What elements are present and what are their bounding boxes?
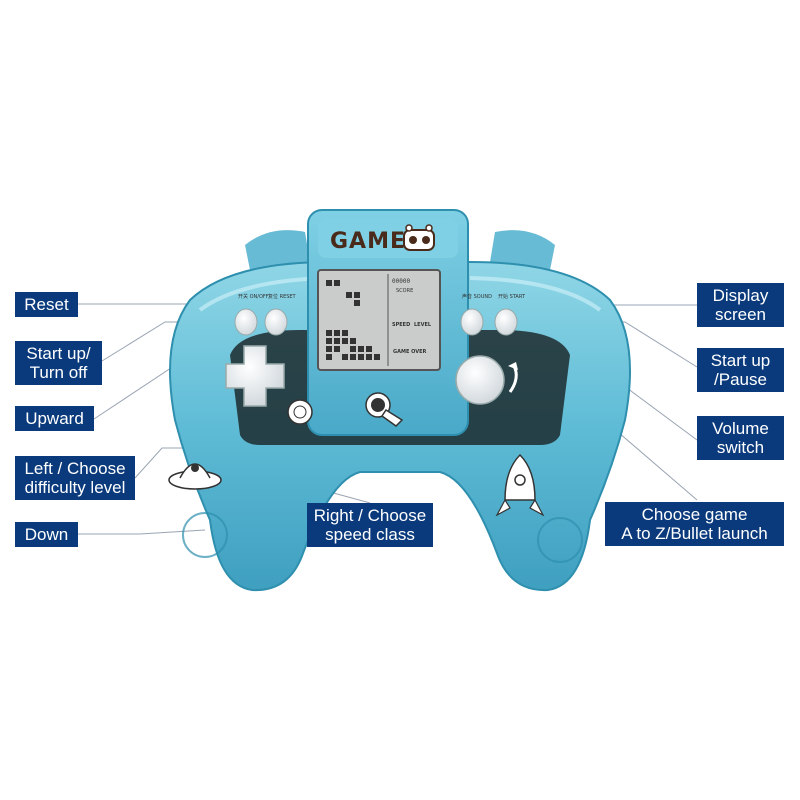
start-label: 开始 START: [498, 293, 526, 300]
onoff-label: 开关 ON/OFF: [238, 293, 269, 300]
start-button[interactable]: [494, 308, 518, 336]
ufo-sticker-icon: [168, 463, 222, 490]
callout-display-screen: Display screen: [697, 283, 784, 327]
robot-logo-icon: [403, 224, 435, 251]
callout-right-choose-speed: Right / Choose speed class: [307, 503, 433, 547]
game-over-label: GAME OVER: [393, 349, 427, 355]
rocket-sticker-icon: [495, 453, 545, 517]
brand-logo: GAME: [330, 229, 406, 254]
action-button[interactable]: [455, 355, 505, 405]
astronaut-sticker-icon: [365, 392, 404, 427]
callout-down: Down: [15, 522, 78, 547]
sun-sticker-icon: [287, 399, 313, 425]
callout-start-up-pause: Start up /Pause: [697, 348, 784, 392]
dpad[interactable]: [225, 345, 285, 407]
level-label: LEVEL: [414, 322, 432, 328]
callout-volume-switch: Volume switch: [697, 416, 784, 460]
callout-start-up-turn-off: Start up/ Turn off: [15, 341, 102, 385]
callout-reset: Reset: [15, 292, 78, 317]
sound-button[interactable]: [460, 308, 484, 336]
callout-choose-game: Choose game A to Z/Bullet launch: [605, 502, 784, 546]
tetris-blocks: [326, 280, 380, 360]
top-buttons: 开关 ON/OFF 复位 RESET 声音 SOUND 开始 START: [238, 293, 526, 300]
callout-left-choose-difficulty: Left / Choose difficulty level: [15, 456, 135, 500]
score-value: 00000: [392, 278, 410, 285]
speed-label: SPEED: [392, 322, 410, 328]
sound-label: 声音 SOUND: [462, 293, 492, 300]
callout-upward: Upward: [15, 406, 94, 431]
reset-button[interactable]: [264, 308, 288, 336]
onoff-button[interactable]: [234, 308, 258, 336]
score-label: SCORE: [396, 288, 413, 294]
reset-label: 复位 RESET: [268, 293, 297, 300]
